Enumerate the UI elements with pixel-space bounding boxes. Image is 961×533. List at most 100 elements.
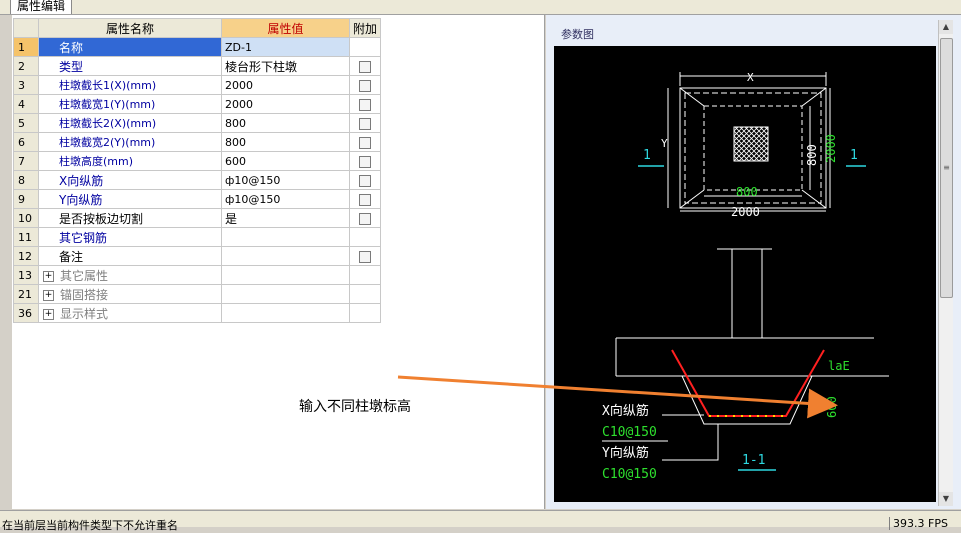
plan-outer-dashed [684,92,822,204]
section-mark-left: 1 [643,148,651,163]
property-value[interactable] [221,227,350,247]
property-value[interactable]: 800 [221,113,350,133]
panel-title: 参数图 [561,28,594,41]
group-label: 其它属性 [60,268,109,283]
property-value [221,265,350,285]
property-name[interactable]: 柱墩截长1(X)(mm) [38,75,222,95]
table-row[interactable]: 2 类型 棱台形下柱墩 [13,56,381,76]
expand-icon[interactable]: + [43,270,54,282]
table-row[interactable]: 13 + 其它属性 [13,265,381,285]
property-value-input[interactable]: ZD-1 [221,37,350,57]
extra-cell [349,189,381,209]
table-row[interactable]: 12 备注 [13,246,381,266]
header-property-value[interactable]: 属性值 [221,18,350,38]
table-row[interactable]: 8 X向纵筋 ф10@150 [13,170,381,190]
row-number: 1 [13,37,39,57]
property-name[interactable]: 柱墩高度(mm) [38,151,222,171]
leader-y [662,424,719,461]
scroll-thumb[interactable]: ≡ [940,38,953,298]
table-row[interactable]: 4 柱墩截宽1(Y)(mm) 2000 [13,94,381,114]
row-number: 8 [13,170,39,190]
tab-property-edit[interactable]: 属性编辑 [10,0,73,14]
extra-cell [349,151,381,171]
vertical-scrollbar[interactable]: ▲ ≡ ▼ [938,20,953,506]
table-row[interactable]: 36 +显示样式 [13,303,381,323]
property-group[interactable]: + 其它属性 [38,265,222,285]
extra-checkbox[interactable] [359,193,371,206]
rebar-line [671,349,825,417]
property-name[interactable]: 其它钢筋 [38,227,222,247]
property-name[interactable]: 是否按板边切割 [38,208,222,228]
parameter-drawing: X Y 800 2000 800 2000 1 1 [554,46,936,502]
dim-800-v: 800 [805,144,819,166]
scroll-down-icon[interactable]: ▼ [939,492,953,506]
status-message: 在当前层当前构件类型下不允许重名 [2,519,178,532]
scroll-up-icon[interactable]: ▲ [939,20,953,34]
extra-checkbox[interactable] [359,136,371,149]
property-value[interactable]: 2000 [221,75,350,95]
extra-cell [349,37,381,57]
extra-checkbox[interactable] [359,212,371,225]
row-number: 13 [13,265,39,285]
property-name[interactable]: 柱墩截长2(X)(mm) [38,113,222,133]
status-bar: 在当前层当前构件类型下不允许重名 393.3 FPS [0,510,961,532]
property-name[interactable]: Y向纵筋 [38,189,222,209]
property-value[interactable]: 2000 [221,94,350,114]
dim-x-label: X [747,71,754,84]
property-name[interactable]: X向纵筋 [38,170,222,190]
extra-checkbox[interactable] [359,98,371,111]
row-number: 36 [13,303,39,323]
table-row[interactable]: 9 Y向纵筋 ф10@150 [13,189,381,209]
property-value[interactable]: 棱台形下柱墩 [221,56,350,76]
extra-cell [349,75,381,95]
property-name[interactable]: 类型 [38,56,222,76]
header-num [13,18,39,38]
table-row[interactable]: 3 柱墩截长1(X)(mm) 2000 [13,75,381,95]
drawing-svg: X Y 800 2000 800 2000 1 1 [602,71,889,482]
property-name[interactable]: 柱墩截宽2(Y)(mm) [38,132,222,152]
property-value[interactable]: ф10@150 [221,189,350,209]
extra-cell [349,132,381,152]
table-row[interactable]: 5 柱墩截长2(X)(mm) 800 [13,113,381,133]
dim-y-label: Y [661,137,668,150]
y-rebar-value: C10@150 [602,467,657,482]
property-group[interactable]: + 锚固搭接 [38,284,222,304]
header-extra[interactable]: 附加 [349,18,381,38]
expand-icon[interactable]: + [43,289,54,301]
expand-icon[interactable]: + [43,308,54,320]
extra-checkbox[interactable] [359,79,371,92]
table-row[interactable]: 1 名称 ZD-1 [13,37,381,57]
property-value [221,303,350,323]
parameter-diagram-panel: 参数图 X Y 800 [546,15,961,509]
property-value[interactable]: ф10@150 [221,170,350,190]
property-value[interactable]: 800 [221,132,350,152]
row-number: 21 [13,284,39,304]
property-group[interactable]: +显示样式 [38,303,222,323]
extra-checkbox[interactable] [359,117,371,130]
extra-checkbox[interactable] [359,155,371,168]
header-property-name[interactable]: 属性名称 [38,18,222,38]
row-number: 2 [13,56,39,76]
table-row[interactable]: 7 柱墩高度(mm) 600 [13,151,381,171]
table-row[interactable]: 11 其它钢筋 [13,227,381,247]
table-row[interactable]: 6 柱墩截宽2(Y)(mm) 800 [13,132,381,152]
property-name[interactable]: 柱墩截宽1(Y)(mm) [38,94,222,114]
tab-bar: 属性编辑 [0,0,961,15]
property-name[interactable]: 备注 [38,246,222,266]
extra-cell [349,170,381,190]
annotation-text: 输入不同柱墩标高 [299,399,411,415]
plan-inner [703,105,803,191]
extra-checkbox[interactable] [359,174,371,187]
table-row[interactable]: 21 + 锚固搭接 [13,284,381,304]
dim-2000-h: 2000 [731,205,760,219]
property-value[interactable]: 是 [221,208,350,228]
group-label: 锚固搭接 [60,287,109,302]
property-value[interactable] [221,246,350,266]
row-number: 6 [13,132,39,152]
extra-checkbox[interactable] [359,250,371,263]
property-name[interactable]: 名称 [38,37,222,57]
extra-checkbox[interactable] [359,60,371,73]
property-value[interactable]: 600 [221,151,350,171]
table-row[interactable]: 10 是否按板边切割 是 [13,208,381,228]
extra-cell [349,94,381,114]
